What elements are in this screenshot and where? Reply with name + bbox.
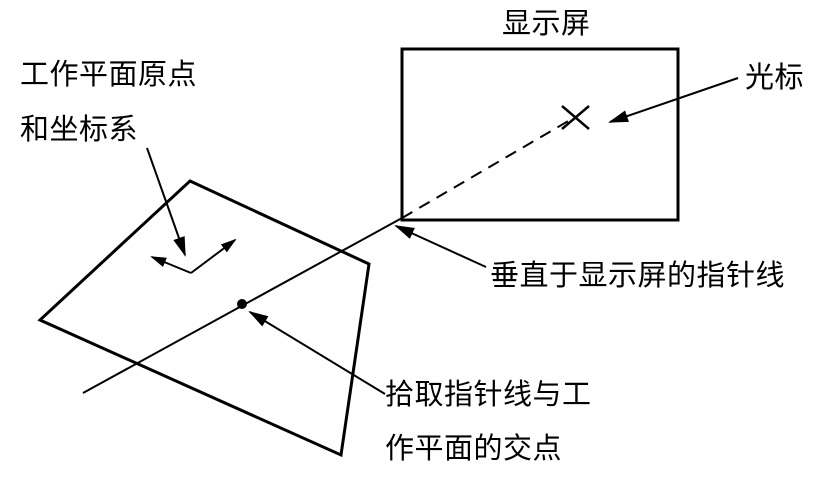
arrow-workplane-origin xyxy=(146,147,186,257)
intersection-label-line1: 拾取指针线与工 xyxy=(385,377,592,411)
work-plane xyxy=(37,179,371,458)
cursor-label: 光标 xyxy=(745,60,805,94)
workplane-origin-label-line2: 和坐标系 xyxy=(20,112,139,146)
display-screen xyxy=(400,47,680,222)
pick-pointer-line-dashed xyxy=(401,119,571,219)
perpendicular-pick-line-label: 垂直于显示屏的指针线 xyxy=(490,258,786,292)
arrow-cursor xyxy=(608,77,739,123)
workplane-origin-label-line1: 工作平面原点 xyxy=(20,57,198,91)
intersection-point xyxy=(237,299,247,309)
display-screen-label: 显示屏 xyxy=(502,6,591,40)
cursor-mark xyxy=(561,105,590,130)
intersection-label-line2: 作平面的交点 xyxy=(385,431,563,465)
arrow-intersection xyxy=(248,310,386,395)
arrow-perpendicular-line xyxy=(394,225,487,268)
workplane-axes xyxy=(150,238,237,274)
